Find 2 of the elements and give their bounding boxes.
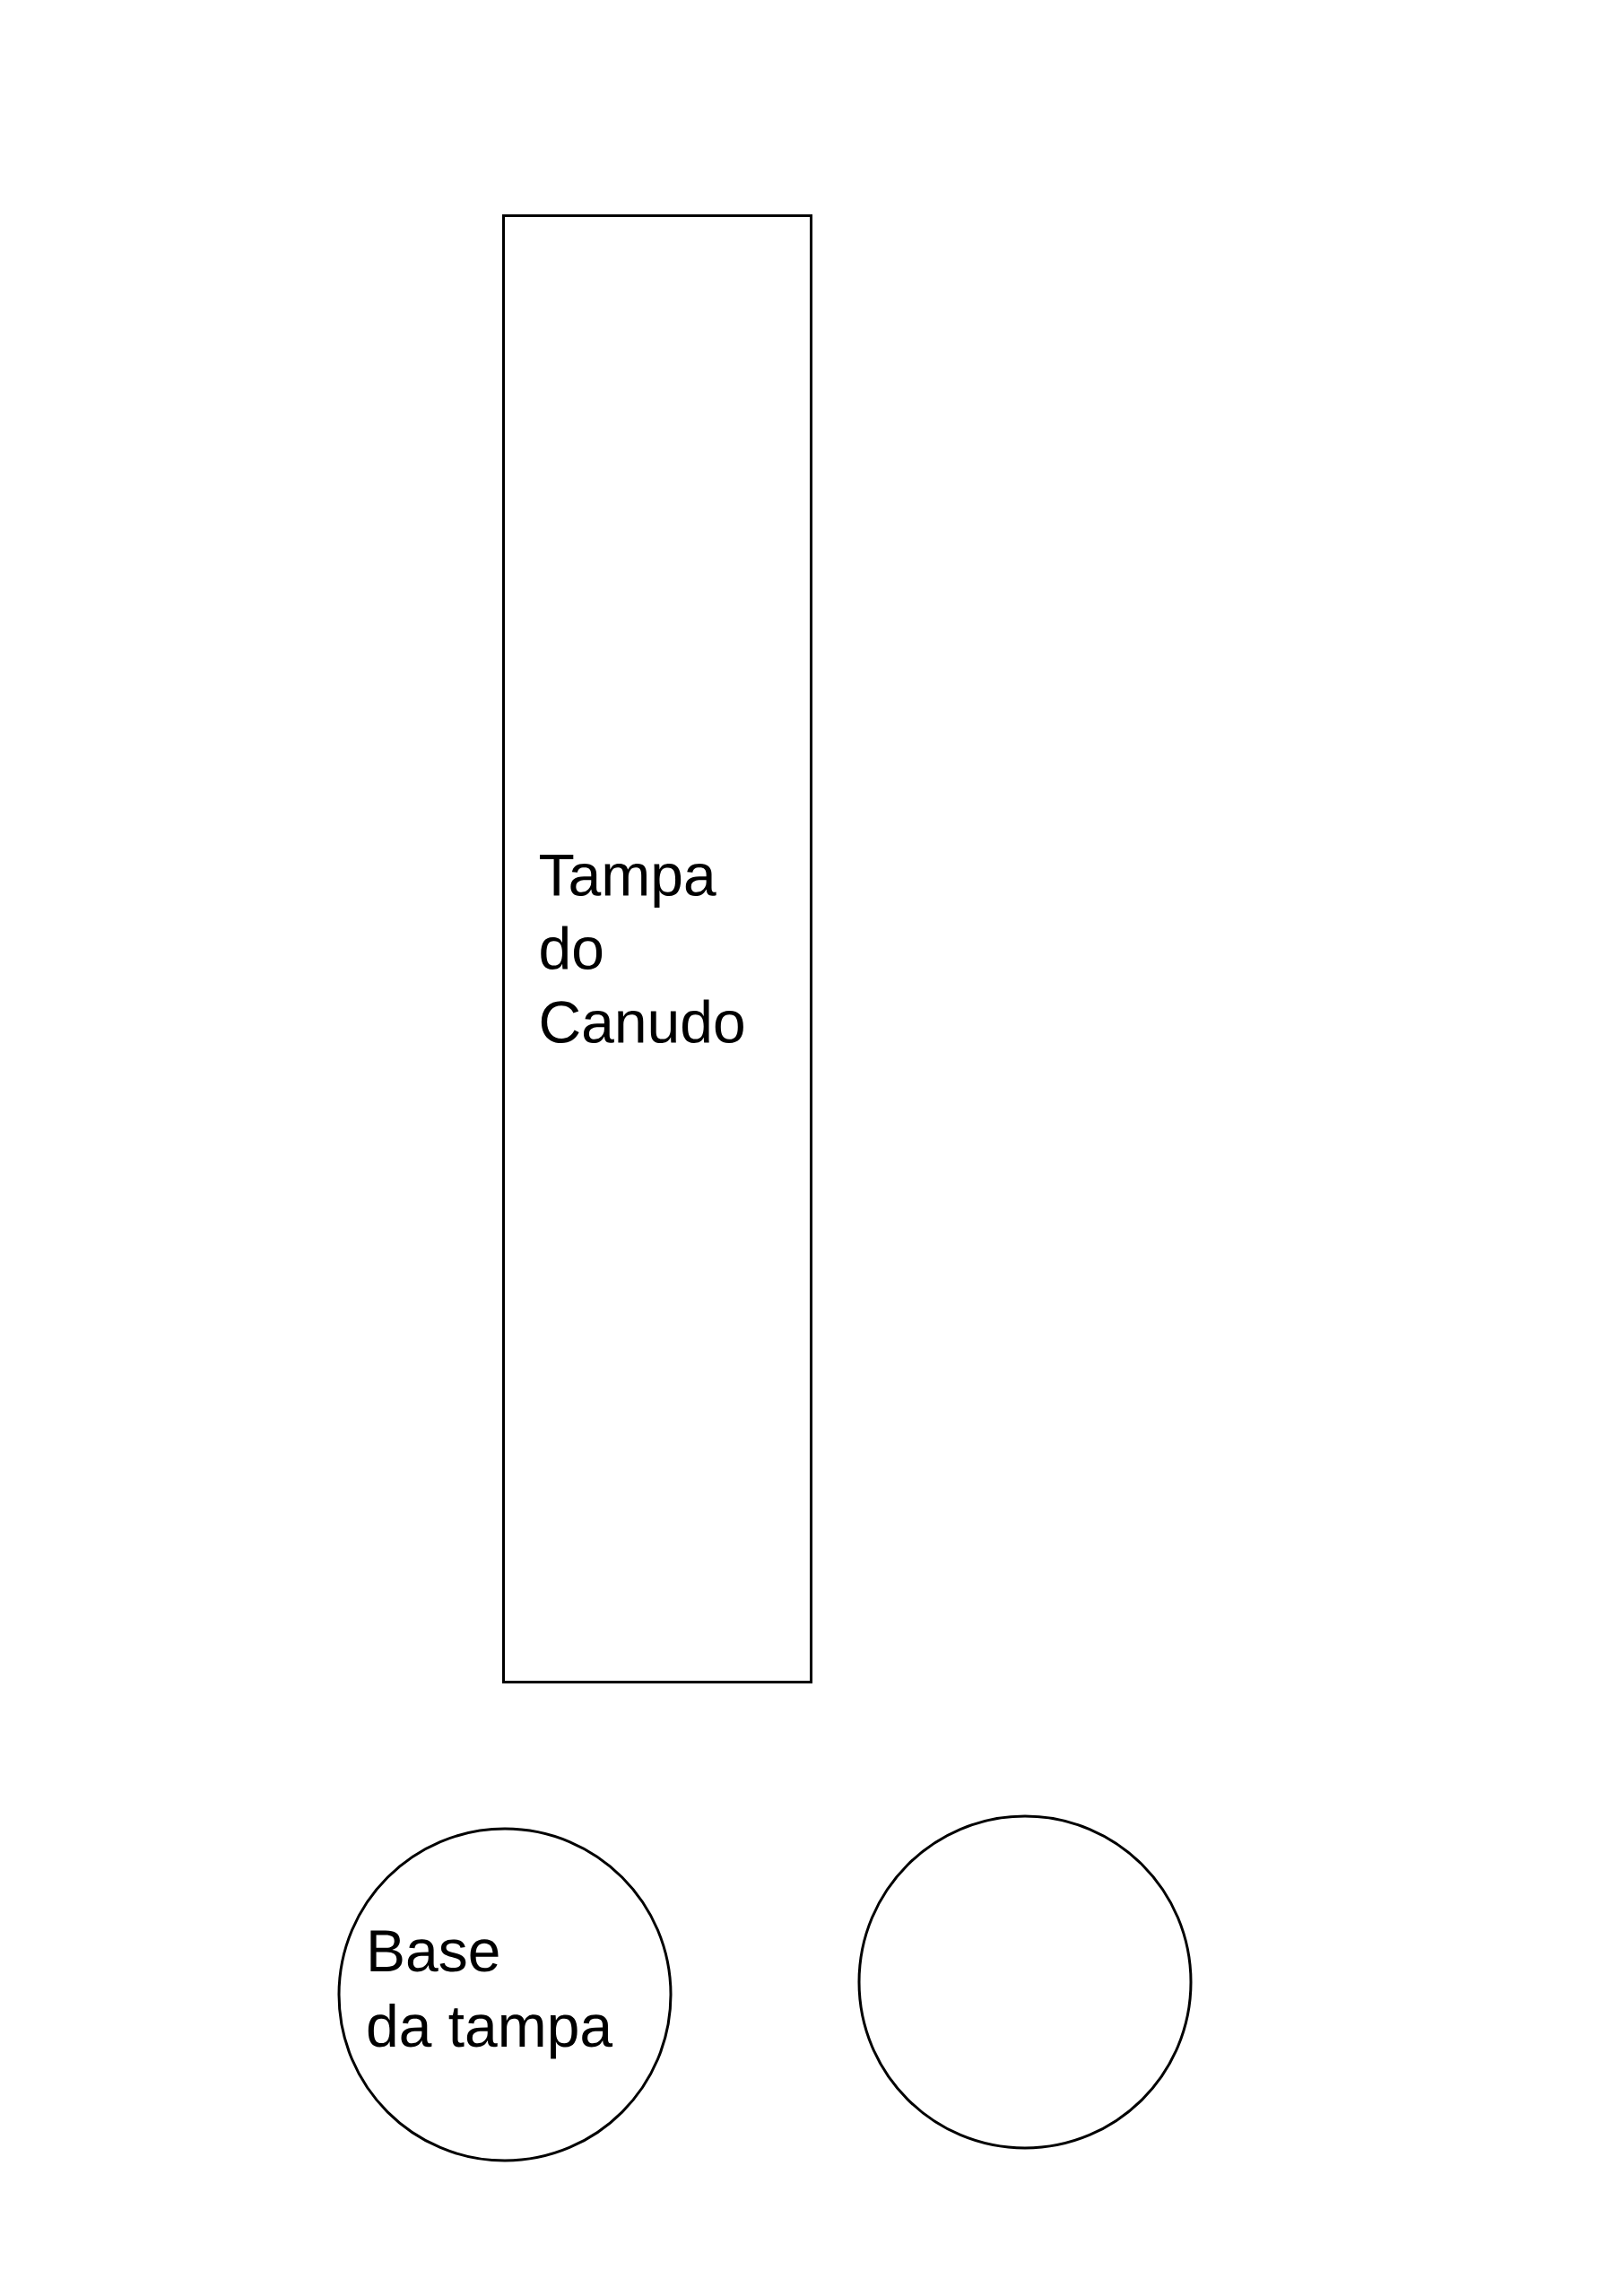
strip-box: Tampa do Canudo (502, 214, 812, 1683)
circle-shape (857, 1814, 1193, 2150)
